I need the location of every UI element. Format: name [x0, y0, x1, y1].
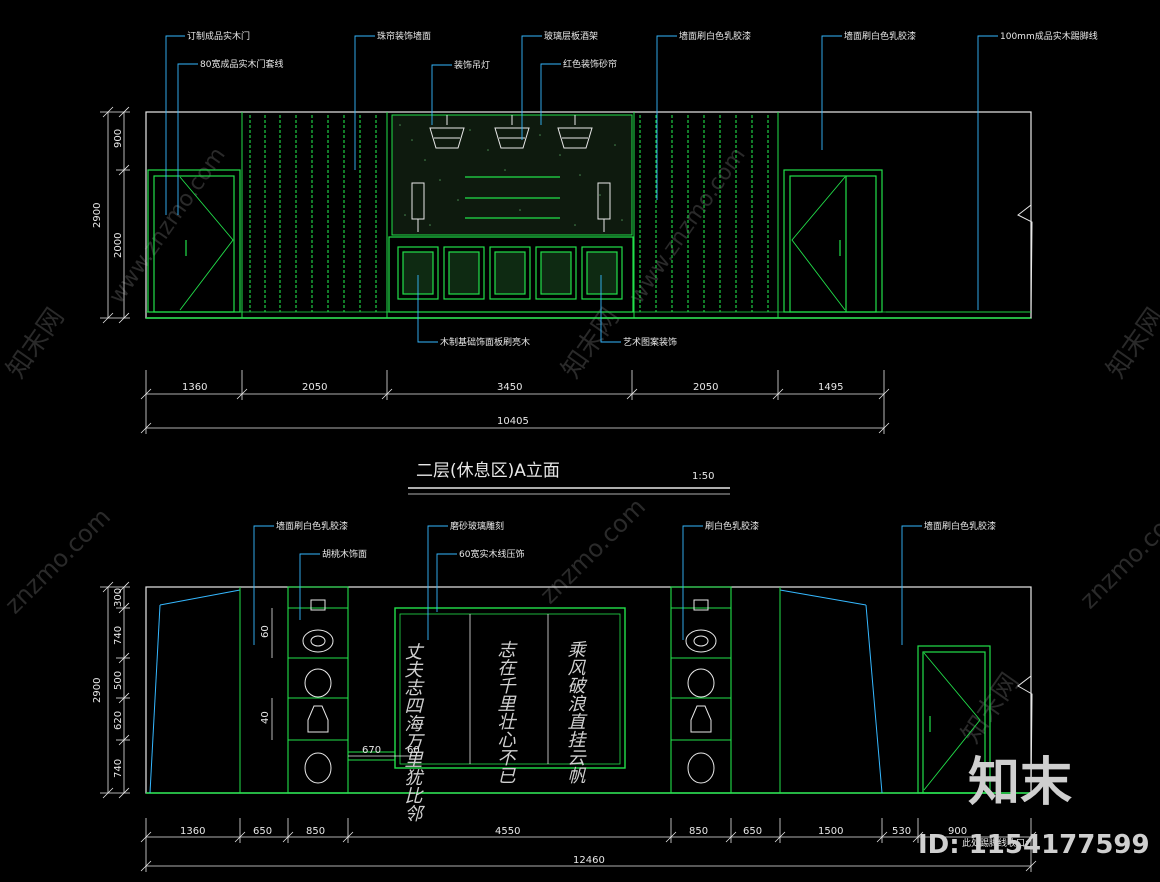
callout-skirting: 100mm成品实木踢脚线: [1000, 30, 1098, 42]
inner-dims: [271, 608, 420, 757]
right-door: [783, 169, 883, 313]
callout-wood-trim: 60宽实木线压饰: [459, 548, 524, 560]
wall-outline-bottom: [145, 586, 1032, 794]
dim-850b: 850: [689, 826, 708, 837]
dim-total-top: 10405: [497, 416, 529, 427]
dim-4550: 4550: [495, 826, 520, 837]
dim-3450-top: 3450: [497, 382, 522, 393]
callout-walnut: 胡桃木饰面: [322, 548, 367, 560]
brand-watermark: 知末 ID: 1154177599: [918, 753, 1150, 860]
pendant-lamps: [429, 115, 593, 149]
inner-dim-670: 670: [362, 745, 381, 756]
callout-leaders-top: [165, 35, 998, 343]
watermark-brand-2: 知末网: [556, 303, 625, 384]
height-dims-bottom: [100, 581, 130, 799]
dim-2900: 2900: [92, 203, 103, 228]
calligraphy-panel: 丈夫志四海万里犹比邻 志在千里壮心不已 乘风破浪直挂云帆: [394, 607, 626, 822]
dim-650b: 650: [743, 826, 762, 837]
callout-pendant: 装饰吊灯: [454, 59, 490, 71]
width-dims-top: [140, 370, 890, 434]
dim-1360-bottom: 1360: [180, 826, 205, 837]
dim-740b: 740: [113, 759, 124, 778]
inner-dim-60: 60: [260, 625, 271, 638]
callout-leaders-bottom: [253, 525, 922, 645]
calligraphy-col-3: 乘风破浪直挂云帆: [565, 640, 586, 784]
title-scale: 1:50: [692, 471, 714, 482]
callout-paint-mid: 刷白色乳胶漆: [705, 520, 759, 532]
dim-2000: 2000: [113, 233, 124, 258]
inner-dim-40: 40: [260, 711, 271, 724]
watermark-site-5: znzmo.com: [1074, 498, 1160, 615]
callout-art-pattern: 艺术图案装饰: [623, 336, 677, 348]
bead-curtain-right: [639, 115, 769, 312]
bottom-note: 此处踢脚线收口: [962, 837, 1025, 849]
callout-wine-shelf: 玻璃层板酒架: [544, 30, 598, 42]
callout-frosted-glass: 磨砂玻璃雕刻: [450, 520, 504, 532]
callout-labels-bottom: 墙面刷白色乳胶漆 胡桃木饰面 磨砂玻璃雕刻 60宽实木线压饰 刷白色乳胶漆 墙面…: [276, 520, 996, 560]
callout-door: 订制成品实木门: [187, 30, 250, 42]
speakers: [411, 182, 611, 232]
dim-530: 530: [892, 826, 911, 837]
dim-740a: 740: [113, 626, 124, 645]
dim-620: 620: [113, 711, 124, 730]
dim-650a: 650: [253, 826, 272, 837]
watermark-site-3: znzmo.com: [0, 503, 116, 620]
bottom-right-door: [917, 645, 991, 794]
right-shelf-unit: [670, 586, 732, 794]
dim-1360-top: 1360: [182, 382, 207, 393]
dim-1500: 1500: [818, 826, 843, 837]
dim-850a: 850: [306, 826, 325, 837]
dim-2050-top-a: 2050: [302, 382, 327, 393]
left-shelf-objects: [302, 599, 334, 784]
angled-walls: [149, 589, 883, 794]
callout-sand-curtain: 红色装饰砂帘: [563, 58, 617, 70]
watermark-site-1: www.znzmo.com: [104, 143, 230, 308]
callout-paint-left: 墙面刷白色乳胶漆: [276, 520, 348, 532]
elevation-top: 订制成品实木门 80宽成品实木门套线 珠帘装饰墙面 装饰吊灯 玻璃层板酒架 红色…: [92, 30, 1098, 434]
artwork-cabinet: [388, 236, 634, 313]
glass-shelves: [465, 176, 560, 219]
right-shelf-objects: [685, 599, 717, 784]
dim-900: 900: [113, 129, 124, 148]
red-sand-panel: [391, 114, 633, 236]
callout-bead-wall: 珠帘装饰墙面: [377, 30, 431, 42]
left-shelf-unit: [287, 586, 395, 794]
brand-logo-text: 知末: [968, 753, 1072, 813]
watermark-brand-3: 知末网: [1101, 303, 1160, 384]
dim-500: 500: [113, 671, 124, 690]
dim-total-bottom: 12460: [573, 855, 605, 866]
title-text: 二层(休息区)A立面: [416, 461, 560, 481]
calligraphy-col-2: 志在千里壮心不已: [495, 640, 516, 784]
height-dims-top: [100, 106, 130, 324]
callout-labels-top: 订制成品实木门 80宽成品实木门套线 珠帘装饰墙面 装饰吊灯 玻璃层板酒架 红色…: [187, 30, 1098, 348]
width-dims-bottom: [140, 818, 1037, 872]
id-label: ID: 1154177599: [918, 830, 1150, 860]
left-door: [147, 169, 241, 313]
dim-900-bottom: 900: [948, 826, 967, 837]
dim-1495-top: 1495: [818, 382, 843, 393]
watermark-site-4: znzmo.com: [534, 493, 651, 610]
calligraphy-col-1: 丈夫志四海万里犹比邻: [402, 642, 423, 822]
drawing-title: 二层(休息区)A立面 1:50: [408, 461, 730, 495]
callout-paint-2: 墙面刷白色乳胶漆: [844, 30, 916, 42]
inner-dim-60b: 60: [407, 745, 420, 756]
callout-paint-right: 墙面刷白色乳胶漆: [924, 520, 996, 532]
callout-paint-1: 墙面刷白色乳胶漆: [679, 30, 751, 42]
dim-2900-bottom: 2900: [92, 678, 103, 703]
callout-door-trim: 80宽成品实木门套线: [200, 58, 283, 70]
elevation-bottom: 丈夫志四海万里犹比邻 志在千里壮心不已 乘风破浪直挂云帆: [92, 520, 1037, 872]
callout-base-panel: 木制基础饰面板刷亮木: [440, 336, 530, 348]
bead-curtain-left: [249, 115, 377, 312]
watermark-brand-1: 知末网: [1, 303, 70, 384]
dim-2050-top-b: 2050: [693, 382, 718, 393]
dim-300: 300: [113, 588, 124, 607]
